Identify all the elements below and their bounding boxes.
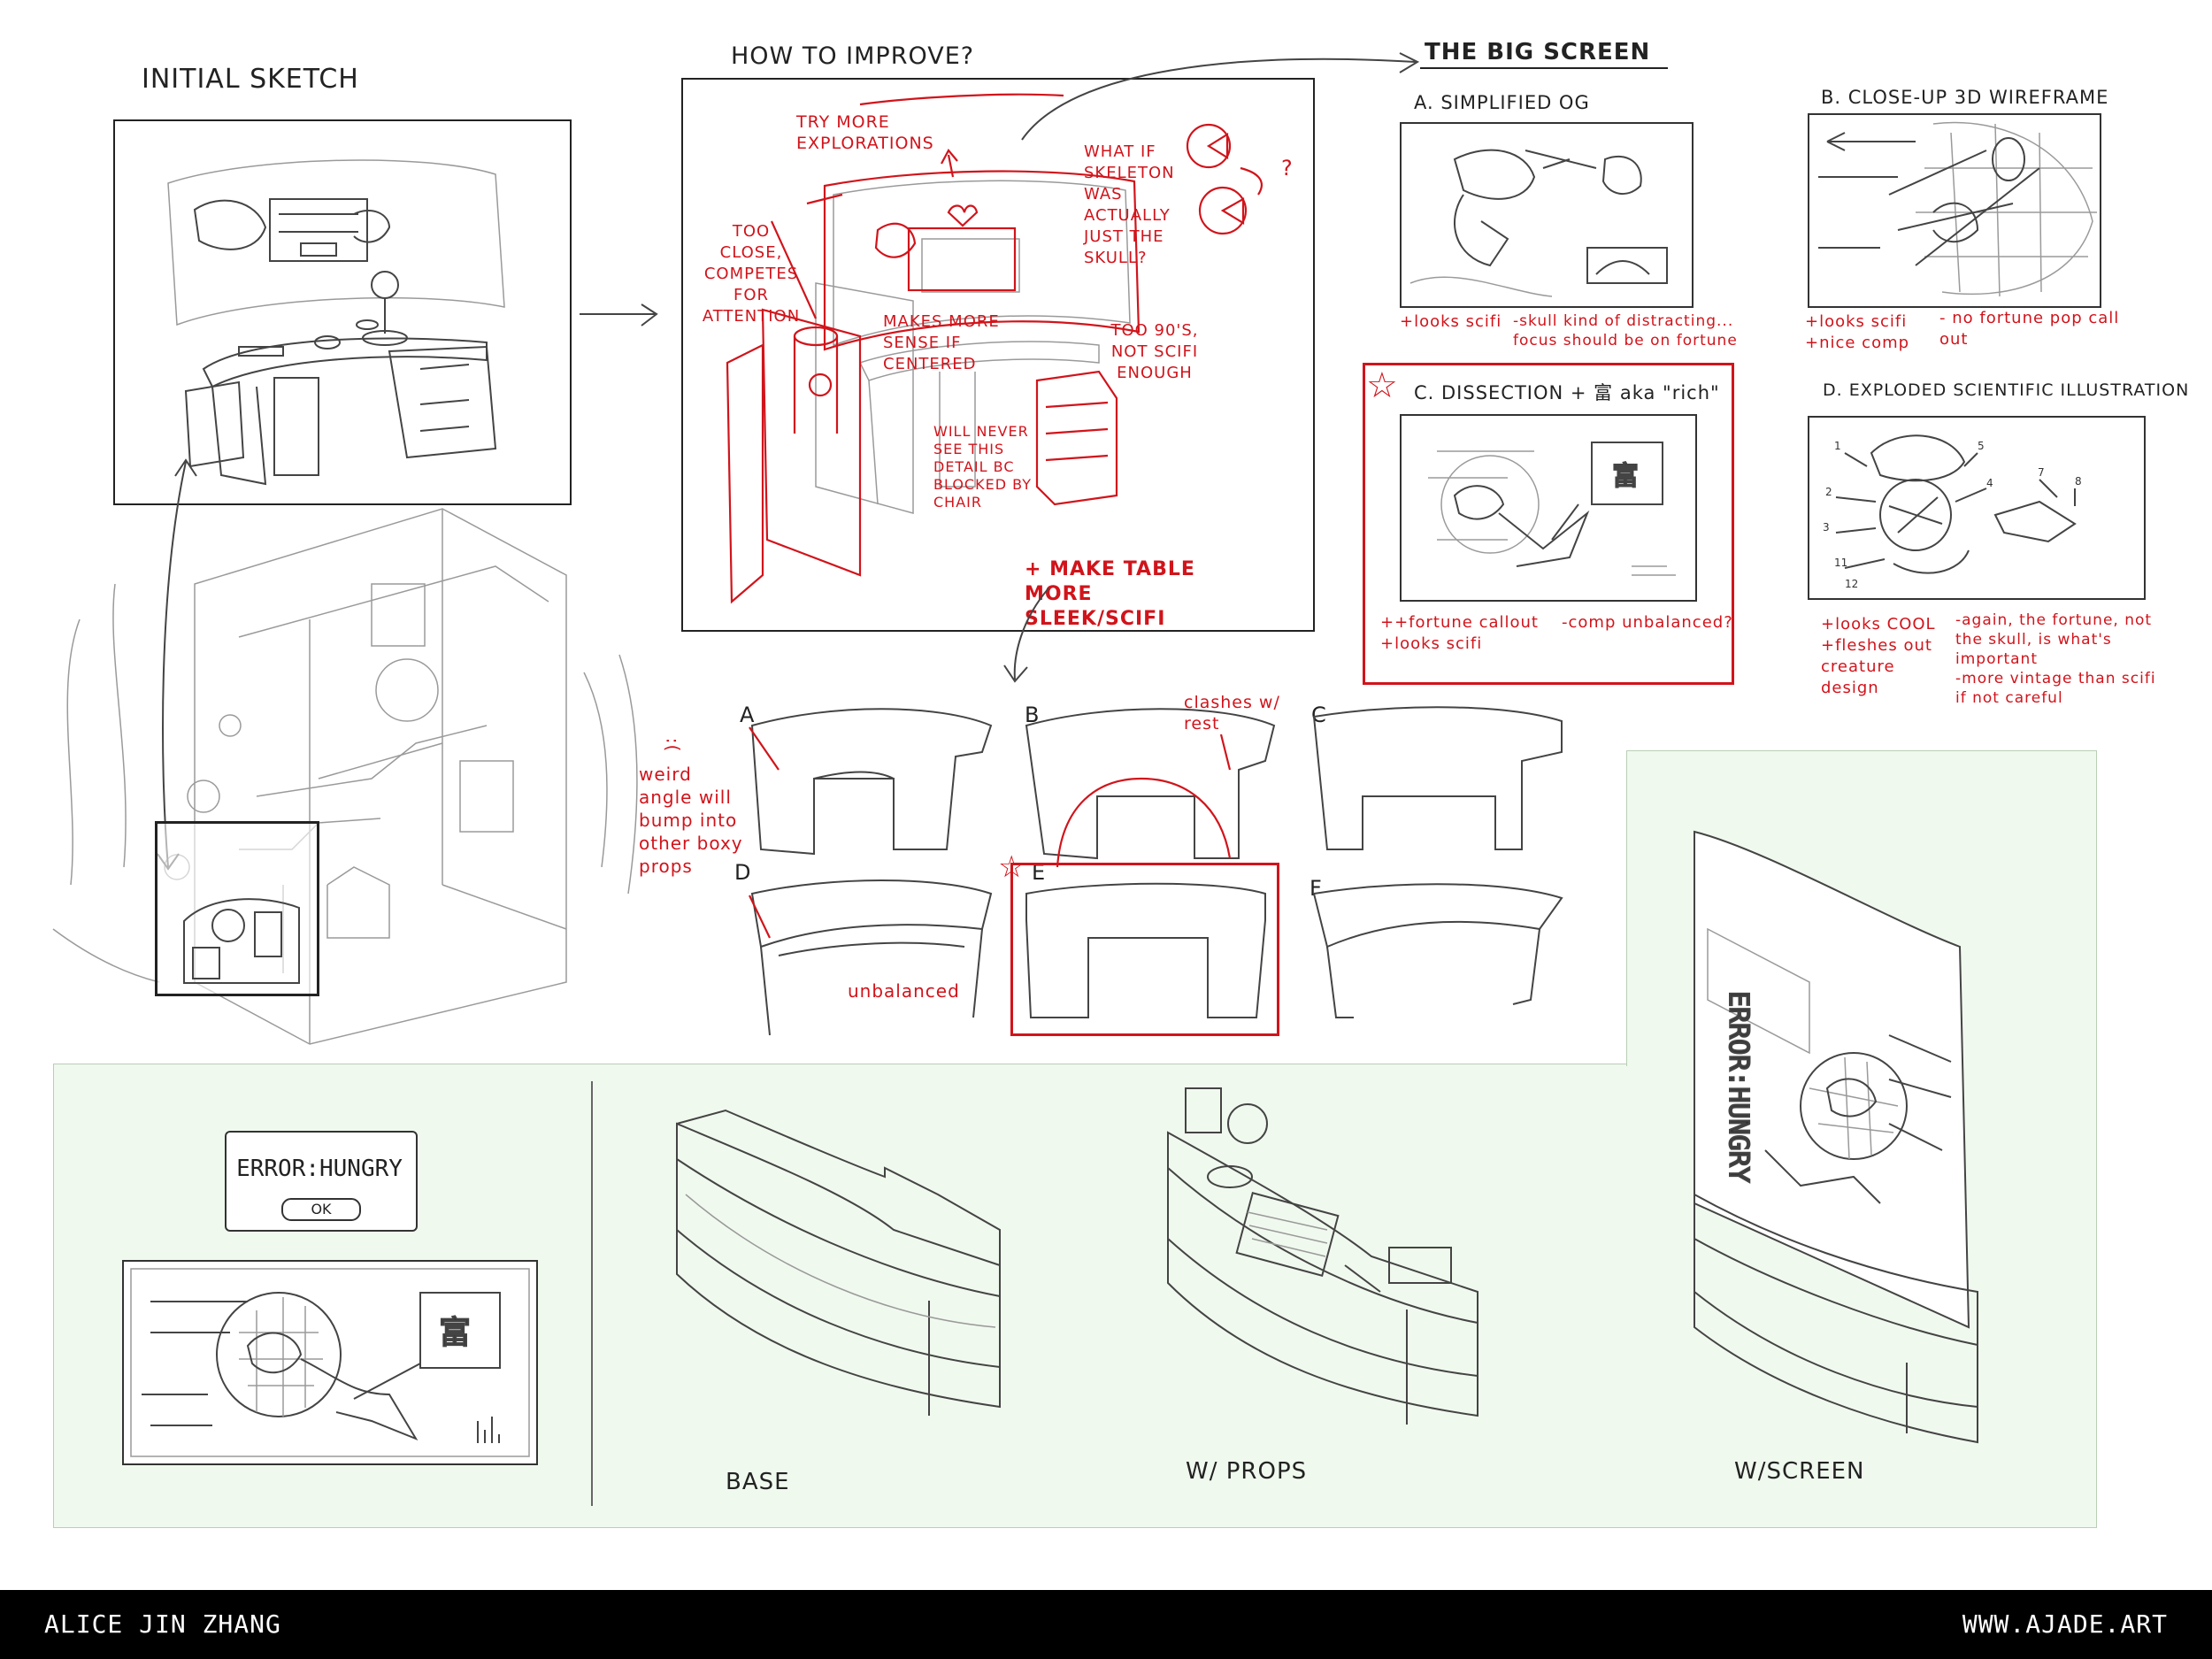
error-ok-button: OK bbox=[281, 1198, 361, 1221]
screen-d-drawing: 1 2 3 4 5 7 8 11 12 bbox=[1823, 434, 2082, 590]
screen-a-pros: +looks scifi bbox=[1400, 312, 1502, 331]
footer-website[interactable]: WWW.AJADE.ART bbox=[1962, 1609, 2168, 1639]
desk-a-note: weird angle will bump into other boxy pr… bbox=[639, 764, 743, 877]
screen-a-drawing bbox=[1409, 149, 1668, 297]
desk-label-a: A bbox=[740, 703, 756, 727]
final-screen-drawing: 富 bbox=[130, 1268, 530, 1457]
desk-a-mark: :( bbox=[662, 737, 684, 753]
arrow-table-down bbox=[1003, 588, 1049, 683]
screen-d-cons: -again, the fortune, not the skull, is w… bbox=[1955, 611, 2156, 707]
screen-a-title: A. SIMPLIFIED OG bbox=[1414, 92, 1590, 113]
desk-label-d: D bbox=[734, 860, 752, 885]
initial-sketch-drawing bbox=[167, 159, 505, 486]
desk-d-note: unbalanced bbox=[848, 980, 960, 1002]
screen-d-pros: +looks COOL +fleshes out creature design bbox=[1821, 615, 1936, 697]
screen-d-callout-7: 7 bbox=[2038, 466, 2045, 479]
desk-label-b: B bbox=[1025, 703, 1041, 727]
arrow-sketch-to-room bbox=[157, 458, 197, 871]
screen-b-pros: +looks scifi +nice comp bbox=[1805, 312, 1910, 352]
screen-d-callout-3: 3 bbox=[1823, 521, 1830, 534]
final-screen-design bbox=[122, 1260, 538, 1465]
final-divider bbox=[591, 1081, 593, 1506]
screen-d-callout-4: 4 bbox=[1986, 477, 1993, 489]
note-makes-sense-centered: MAKES MORE SENSE IF CENTERED bbox=[883, 312, 1000, 373]
screen-c-glyph: 富 bbox=[1612, 461, 1639, 492]
improve-drawing bbox=[726, 93, 1263, 604]
screen-d-callout-2: 2 bbox=[1825, 486, 1832, 498]
note-try-explorations: TRY MORE EXPLORATIONS bbox=[796, 112, 934, 153]
screen-d-frame bbox=[1808, 416, 2146, 600]
note-too-close: TOO CLOSE, COMPETES FOR ATTENTION bbox=[702, 222, 801, 326]
screen-d-callout-11: 11 bbox=[1834, 557, 1847, 569]
screen-c-frame bbox=[1400, 414, 1697, 602]
desk-label-f: F bbox=[1310, 876, 1323, 901]
stage-props-label: W/ PROPS bbox=[1186, 1458, 1308, 1485]
room-desk-inset-drawing bbox=[183, 898, 300, 984]
note-question-mark: ? bbox=[1281, 156, 1294, 180]
final-screen-error-text: ERROR:HUNGRY bbox=[1723, 991, 1754, 1183]
screen-c-pros: ++fortune callout +looks scifi bbox=[1380, 613, 1539, 653]
screen-d-callout-5: 5 bbox=[1978, 440, 1985, 452]
big-screen-underline bbox=[1420, 67, 1668, 69]
screen-d-callout-8: 8 bbox=[2075, 475, 2082, 488]
how-to-improve-heading: HOW TO IMPROVE? bbox=[731, 42, 975, 70]
desk-base-drawing bbox=[676, 1109, 1001, 1416]
footer-author: ALICE JIN ZHANG bbox=[44, 1609, 281, 1639]
note-never-see-detail: WILL NEVER SEE THIS DETAIL BC BLOCKED BY… bbox=[933, 423, 1032, 511]
note-too-90s: TOO 90'S, NOT SCIFI ENOUGH bbox=[1110, 321, 1199, 382]
initial-sketch-heading: INITIAL SKETCH bbox=[142, 64, 359, 95]
screen-a-cons: -skull kind of distracting... focus shou… bbox=[1513, 312, 1738, 349]
screen-c-highlight-frame bbox=[1363, 363, 1734, 685]
screen-d-callout-1: 1 bbox=[1834, 440, 1841, 452]
arrow-improve-to-screen bbox=[1021, 52, 1420, 141]
arrow-initial-to-improve bbox=[580, 303, 658, 326]
note-skeleton-skull: WHAT IF SKELETON WAS ACTUALLY JUST THE S… bbox=[1084, 142, 1175, 267]
big-screen-heading: THE BIG SCREEN bbox=[1425, 39, 1651, 65]
screen-b-title: B. CLOSE-UP 3D WIREFRAME bbox=[1821, 87, 2109, 108]
desk-label-e: E bbox=[1032, 860, 1047, 885]
desk-screen-drawing: ERROR:HUNGRY bbox=[1694, 830, 1978, 1444]
desk-b-note: clashes w/ rest bbox=[1184, 693, 1280, 733]
screen-c-title: C. DISSECTION + 富 aka "rich" bbox=[1414, 382, 1720, 403]
error-dialog-text: ERROR:HUNGRY bbox=[236, 1156, 403, 1182]
screen-b-cons: - no fortune pop call out bbox=[1939, 309, 2120, 349]
screen-d-callout-12: 12 bbox=[1845, 578, 1858, 590]
stage-base-label: BASE bbox=[726, 1469, 790, 1495]
footer-bar: ALICE JIN ZHANG WWW.AJADE.ART bbox=[0, 1590, 2212, 1659]
screen-c-star-icon: ☆ bbox=[1366, 365, 1398, 406]
screen-c-cons: -comp unbalanced? bbox=[1562, 613, 1733, 632]
screen-d-title: D. EXPLODED SCIENTIFIC ILLUSTRATION bbox=[1823, 380, 2190, 400]
screen-c-drawing: 富 bbox=[1428, 442, 1676, 576]
desk-e-highlight-frame bbox=[1010, 863, 1279, 1036]
room-desk-inset bbox=[155, 821, 319, 996]
desk-props-drawing bbox=[1167, 1087, 1479, 1425]
improve-frame bbox=[681, 78, 1315, 632]
final-screen-glyph: 富 bbox=[439, 1315, 471, 1351]
desk-e-star-icon: ☆ bbox=[998, 849, 1025, 885]
desk-options-drawing bbox=[749, 706, 1563, 1036]
screen-b-drawing bbox=[1818, 121, 2097, 297]
screen-b-frame bbox=[1808, 113, 2101, 308]
note-make-table-sleek: + MAKE TABLE MORE SLEEK/SCIFI bbox=[1025, 558, 1195, 630]
stage-screen-label: W/SCREEN bbox=[1734, 1458, 1865, 1485]
